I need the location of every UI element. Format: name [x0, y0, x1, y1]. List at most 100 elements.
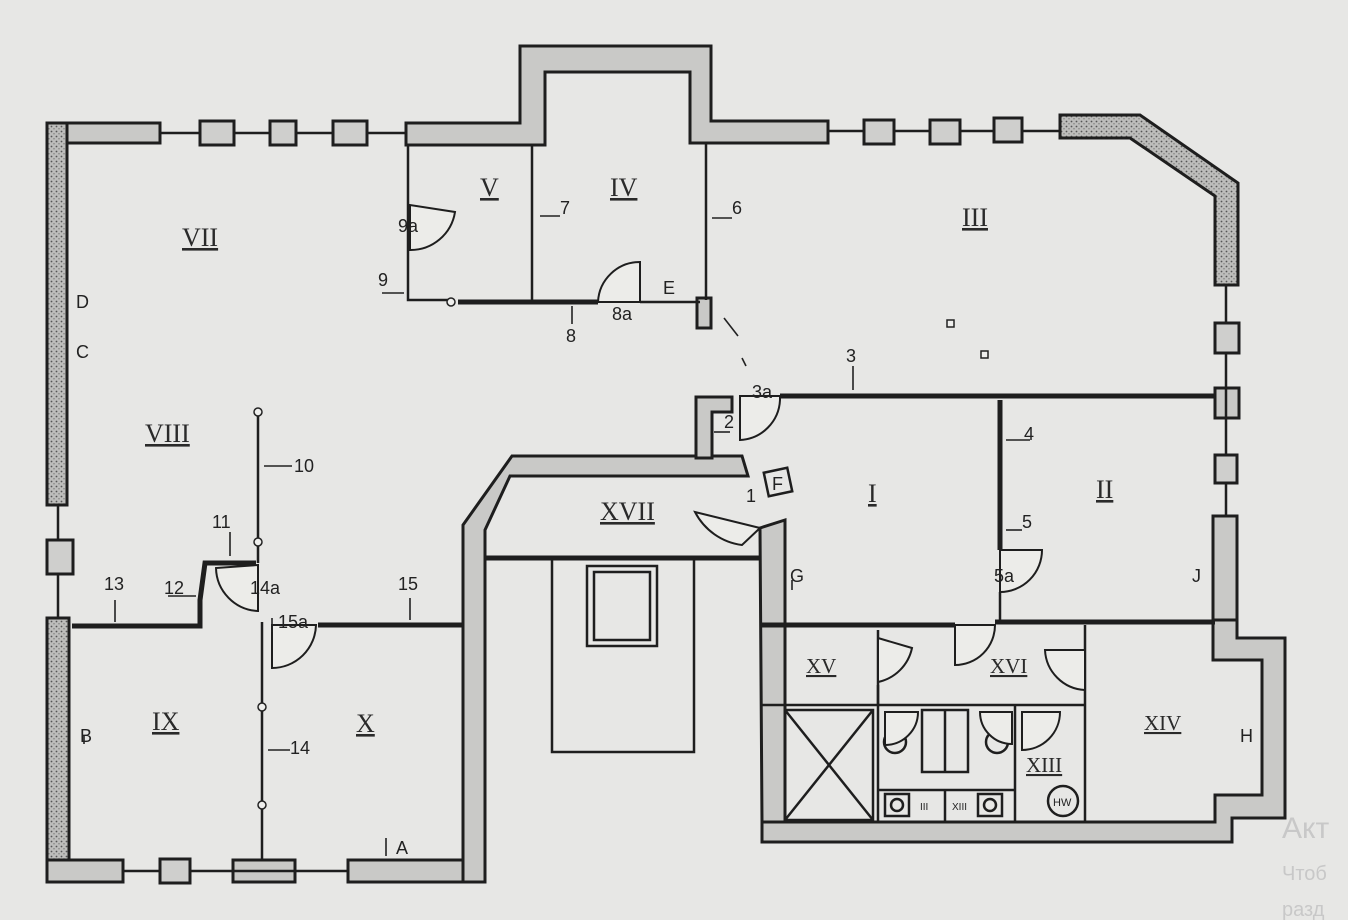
room-label-xv: XV [806, 654, 836, 678]
window [158, 857, 192, 885]
door-wc-right [978, 711, 1013, 746]
shaft-inner [585, 564, 659, 648]
exterior-walls [45, 44, 1287, 884]
num-5a: 5a [994, 566, 1015, 586]
window [1213, 453, 1239, 485]
room-label-viii: VIII [145, 419, 190, 448]
bottom-wall-left [45, 858, 125, 884]
window [198, 119, 236, 147]
point-markers [253, 297, 989, 810]
bottom-wall-right [346, 858, 465, 884]
marker-b: B [80, 726, 92, 746]
num-15a: 15a [278, 612, 309, 632]
num-12: 12 [164, 578, 184, 598]
room-label-vii: VII [182, 223, 218, 252]
door-wc-left [884, 711, 920, 747]
room-label-xvii: XVII [600, 497, 655, 526]
watermark-line1: Акт [1282, 812, 1329, 845]
room-label-i: I [868, 479, 877, 508]
num-8: 8 [566, 326, 576, 346]
leader-lines [83, 215, 1030, 856]
num-2: 2 [724, 412, 734, 432]
num-5: 5 [1022, 512, 1032, 532]
door-3a [739, 395, 781, 442]
num-9a: 9a [398, 216, 419, 236]
num-3a: 3a [752, 382, 773, 402]
left-wall-lower [45, 616, 71, 878]
door-xv [877, 636, 914, 684]
lower-right-wall [760, 618, 1287, 844]
num-4: 4 [1024, 424, 1034, 444]
window [992, 116, 1024, 144]
fixture-labels: HW III XIII [920, 797, 1072, 813]
top-tower-wall [404, 44, 830, 147]
marker-h: H [1240, 726, 1253, 746]
room-label-xvi: XVI [990, 654, 1027, 678]
door-1 [693, 510, 763, 547]
marker-j: J [1192, 566, 1201, 586]
left-wall-upper [45, 121, 69, 507]
num-14: 14 [290, 738, 310, 758]
marker-e: E [663, 278, 675, 298]
num-15: 15 [398, 574, 418, 594]
marker-c: C [76, 342, 89, 362]
wall-g [758, 517, 787, 824]
activation-watermark: Акт Чтоб разд [1282, 812, 1329, 920]
window [1213, 321, 1241, 355]
stair-shaft [550, 556, 696, 754]
stub-wall-2 [694, 395, 734, 460]
right-chamfer-wall [1058, 113, 1240, 287]
marker-f: F [772, 474, 783, 494]
room-label-iv: IV [610, 173, 638, 202]
window [45, 538, 75, 576]
boiler-label: HW [1053, 797, 1072, 809]
watermark-line3: разд [1282, 899, 1325, 920]
window [268, 119, 298, 147]
window [928, 118, 962, 146]
room-label-ix: IX [152, 707, 180, 736]
num-9: 9 [378, 270, 388, 290]
marker-a: A [396, 838, 408, 858]
door-15a [271, 624, 318, 670]
room-label-x: X [356, 709, 375, 738]
room-labels: V IV III VII VIII I II XVII IX X XV XVI … [145, 173, 1181, 777]
num-3: 3 [846, 346, 856, 366]
marker-f-box [762, 466, 794, 498]
door-9a [409, 203, 457, 252]
wall-numbers: 9a 9 7 6 8 8a 3 3a 2 4 5 5a 1 10 11 12 1… [104, 198, 1034, 758]
num-11: 11 [212, 512, 231, 532]
door-5a [999, 549, 1044, 594]
right-wall-lower [1211, 514, 1239, 640]
boiler [1046, 784, 1080, 818]
cabinet-label-left: III [920, 802, 928, 813]
window [862, 118, 896, 146]
lift-box [783, 708, 875, 822]
watermark-line2: Чтоб [1282, 863, 1327, 885]
door-xiv [1043, 649, 1086, 692]
cabinet-label-right: XIII [952, 802, 967, 813]
marker-d: D [76, 292, 89, 312]
letter-markers: D C E F G J B A H [76, 278, 1253, 858]
room-label-v: V [480, 173, 499, 202]
room-label-xiii: XIII [1026, 753, 1062, 777]
num-6: 6 [732, 198, 742, 218]
num-1: 1 [746, 486, 756, 506]
window [331, 119, 369, 147]
room-label-iii: III [962, 203, 988, 232]
pier-e [695, 296, 713, 330]
room-label-ii: II [1096, 475, 1113, 504]
windows [45, 116, 1241, 885]
doors [214, 203, 1086, 752]
num-8a: 8a [612, 304, 633, 324]
door-xiii [1021, 711, 1062, 752]
central-wall [461, 454, 751, 884]
num-14a: 14a [250, 578, 281, 598]
door-14a [214, 563, 259, 613]
door-xvi [954, 624, 997, 667]
room-label-xiv: XIV [1144, 711, 1181, 735]
num-13: 13 [104, 574, 124, 594]
num-7: 7 [560, 198, 570, 218]
door-8a [596, 260, 641, 303]
marker-g: G [790, 566, 804, 586]
